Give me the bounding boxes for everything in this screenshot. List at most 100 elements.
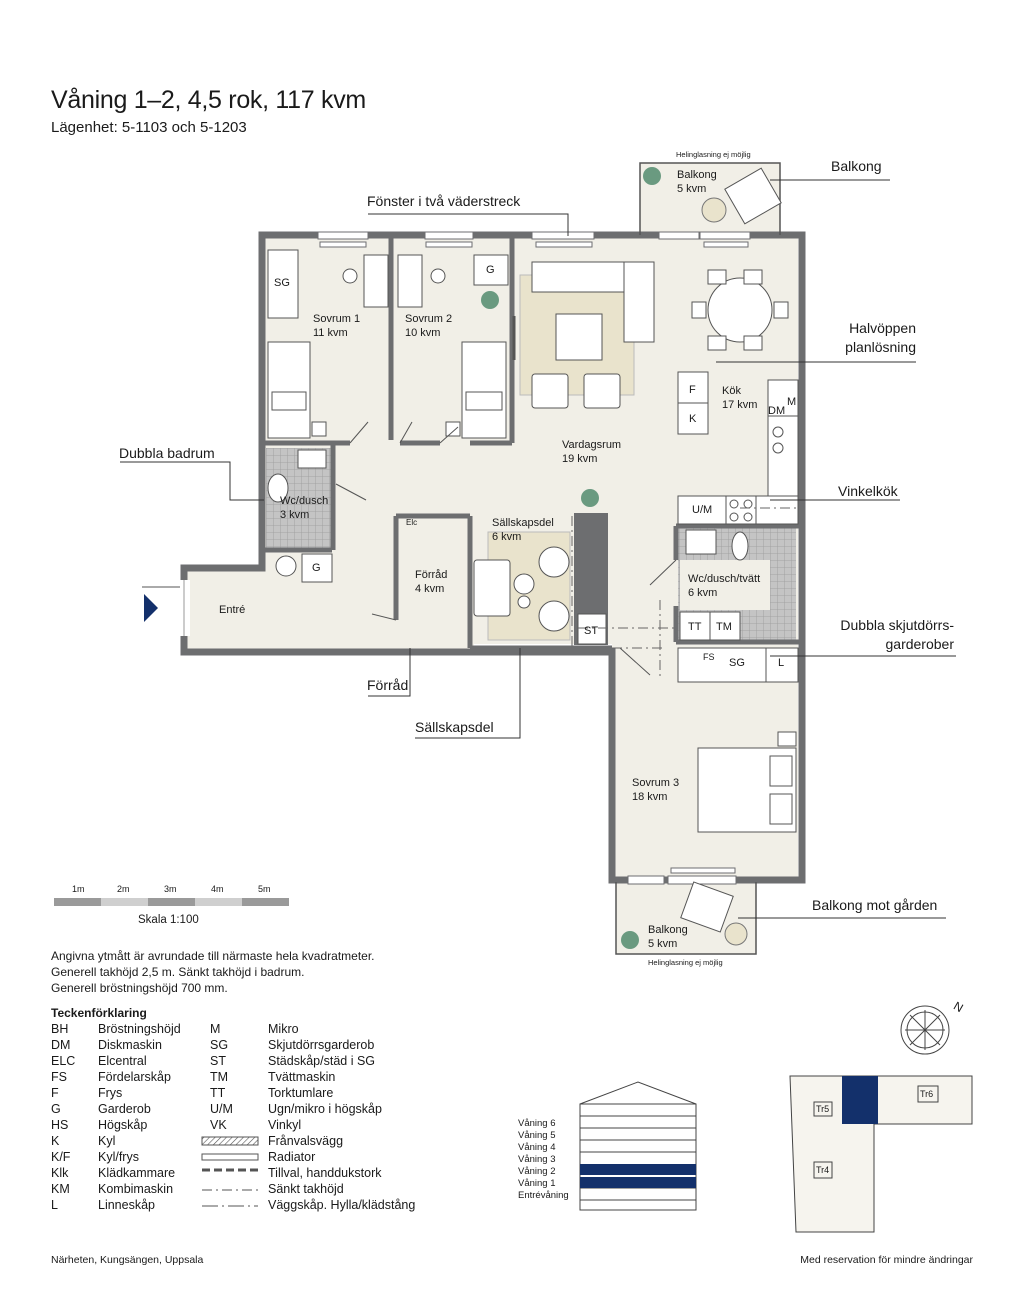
legend-code: M: [210, 1022, 221, 1036]
legend-code: K/F: [51, 1150, 71, 1164]
legend-code: HS: [51, 1118, 69, 1132]
legend-code: L: [51, 1198, 58, 1212]
label-elc: Elc: [406, 518, 418, 527]
legend-code: G: [51, 1102, 61, 1116]
bathroom-1-fixtures: [267, 449, 327, 503]
page-subtitle: Lägenhet: 5-1103 och 5-1203: [51, 119, 247, 136]
compass-icon: [900, 1005, 950, 1055]
callout-balkong-garden: Balkong mot gården: [812, 897, 938, 913]
legend-label: Linneskåp: [98, 1198, 155, 1212]
scale-tick: 4m: [211, 884, 224, 894]
callout-halvoppen-1: Halvöppen: [849, 320, 916, 336]
legend-label: Elcentral: [98, 1054, 147, 1068]
footer-right: Med reservation för mindre ändringar: [800, 1254, 973, 1266]
room-area: 19 kvm: [562, 453, 598, 465]
label-tt: TT: [688, 621, 702, 633]
label-sg-2: SG: [729, 657, 745, 669]
legend-code: FS: [51, 1070, 67, 1084]
scale-tick: 1m: [72, 884, 85, 894]
entry-furniture: [275, 553, 333, 583]
room-vardagsrum: Vardagsrum 19 kvm: [562, 438, 621, 466]
room-area: 4 kvm: [415, 583, 445, 595]
legend-label: Garderob: [98, 1102, 151, 1116]
note-line: Angivna ytmått är avrundade till närmast…: [51, 949, 375, 963]
site-tr5: Tr5: [816, 1104, 830, 1114]
room-sovrum-2: Sovrum 2 10 kvm: [405, 312, 452, 340]
floor-label: Våning 4: [518, 1142, 556, 1153]
legend-label: Vinkyl: [268, 1118, 302, 1132]
plant-icons: [481, 291, 599, 507]
windows: [317, 231, 751, 885]
room-area: 6 kvm: [492, 531, 522, 543]
legend-code: Klk: [51, 1166, 69, 1180]
callout-vinkelkok: Vinkelkök: [838, 483, 898, 499]
balcony-note-top: Helinglasning ej möjlig: [676, 150, 751, 159]
doors: [335, 421, 677, 676]
room-area: 6 kvm: [688, 587, 718, 599]
note-line: Generell takhöjd 2,5 m. Sänkt takhöjd i …: [51, 965, 305, 979]
bedroom-furniture: [267, 249, 509, 439]
scale-tick: 2m: [117, 884, 130, 894]
room-name: Wc/dusch/tvätt: [688, 573, 761, 585]
legend-label: Fördelarskåp: [98, 1070, 171, 1084]
lowered-ceiling-lines: [571, 507, 798, 680]
label-g-2: G: [312, 562, 321, 574]
legend-label: Skjutdörrsgarderob: [268, 1038, 375, 1052]
room-area: 17 kvm: [722, 399, 758, 411]
legend-code: TM: [210, 1070, 229, 1084]
room-area: 18 kvm: [632, 791, 668, 803]
floor-label: Våning 6: [518, 1118, 556, 1129]
bathroom-2-floor: [680, 560, 770, 610]
legend-code: K: [51, 1134, 60, 1148]
page-title: Våning 1–2, 4,5 rok, 117 kvm: [51, 86, 366, 114]
legend-title: Teckenförklaring: [51, 1006, 147, 1020]
room-name: Sovrum 3: [632, 777, 680, 789]
room-name: Wc/dusch: [280, 495, 329, 507]
legend-label: Diskmaskin: [98, 1038, 162, 1052]
callout-skjutdorr-2: garderober: [885, 636, 955, 652]
room-sovrum-3: Sovrum 3 18 kvm: [632, 776, 679, 804]
floor-stack: [579, 1081, 697, 1211]
room-name: Sovrum 2: [405, 313, 453, 325]
floor-label: Våning 1: [518, 1178, 556, 1189]
site-map: [789, 1075, 973, 1233]
legend-label: Torktumlare: [268, 1086, 334, 1100]
label-fs: FS: [703, 652, 715, 662]
room-wc-dusch: Wc/dusch 3 kvm: [280, 494, 328, 522]
label-dm: DM: [768, 405, 786, 417]
legend-code: U/M: [210, 1102, 233, 1116]
room-area: 5 kvm: [677, 183, 707, 195]
note-line: Generell bröstningshöjd 700 mm.: [51, 981, 228, 995]
legend-label: Klädkammare: [98, 1166, 176, 1180]
label-f: F: [689, 384, 696, 396]
entrance-arrow-icon: [144, 594, 158, 622]
notes: Angivna ytmått är avrundade till närmast…: [51, 948, 375, 996]
legend-label: Tillval, handdukstork: [268, 1166, 382, 1180]
callout-sallskapsdel: Sällskapsdel: [415, 719, 494, 735]
room-forrad: Förråd 4 kvm: [415, 568, 447, 596]
legend-label: Kombimaskin: [98, 1182, 174, 1196]
legend-code: KM: [51, 1182, 70, 1196]
legend-code: TT: [210, 1086, 226, 1100]
legend-label: Väggskåp. Hylla/klädstång: [268, 1198, 416, 1212]
scale-tick: 5m: [258, 884, 271, 894]
lounge-furniture: [473, 546, 607, 645]
legend-code: BH: [51, 1022, 69, 1036]
callout-halvoppen-2: planlösning: [845, 339, 916, 355]
legend-label: Ugn/mikro i högskåp: [268, 1102, 382, 1116]
legend-label: Radiator: [268, 1150, 316, 1164]
footer-left: Närheten, Kungsängen, Uppsala: [51, 1254, 204, 1266]
floor-label: Våning 5: [518, 1130, 556, 1141]
room-balkong-bottom: Balkong 5 kvm: [648, 923, 688, 951]
legend-label: Städskåp/städ i SG: [268, 1054, 376, 1068]
callout-balkong: Balkong: [831, 158, 882, 174]
callout-forrad: Förråd: [367, 677, 409, 693]
room-kok: Kök 17 kvm: [722, 384, 757, 412]
room-area: 10 kvm: [405, 327, 441, 339]
room-name: Kök: [722, 385, 741, 397]
room-balkong-top: Balkong 5 kvm: [677, 168, 717, 196]
balcony-bottom: [615, 881, 757, 955]
legend-label: Tvättmaskin: [268, 1070, 336, 1084]
room-name: Balkong: [648, 924, 688, 936]
